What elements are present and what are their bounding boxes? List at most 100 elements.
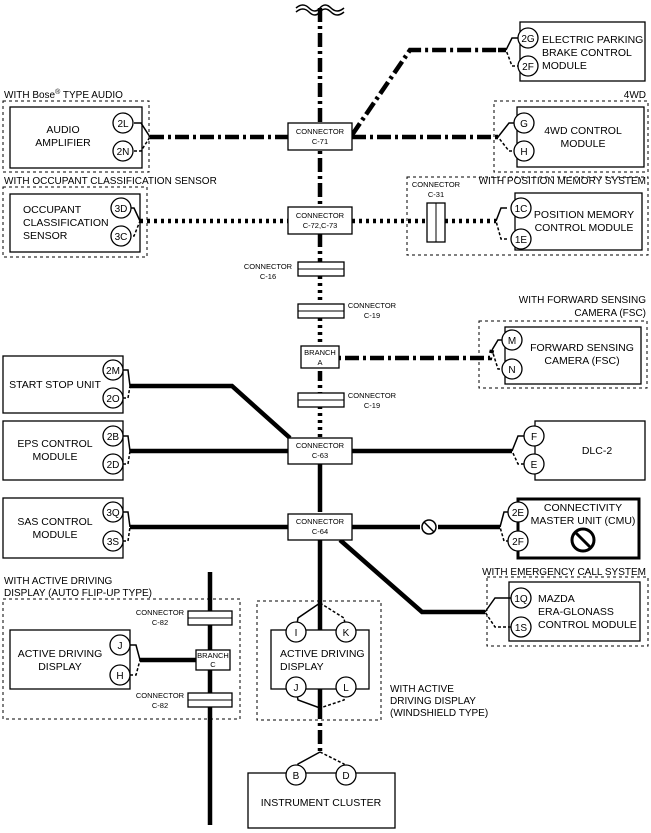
module-label: SENSOR [23, 230, 68, 242]
pin-label: 3D [115, 204, 128, 215]
pin-epb-2f [517, 55, 539, 77]
no-symbol-icon [421, 519, 437, 535]
connector-label: C-82 [152, 618, 168, 627]
pin-adw-k [335, 621, 357, 643]
pin-label: 3Q [106, 508, 120, 519]
pin-eps-2d [102, 453, 124, 475]
instrument-cluster [247, 772, 396, 829]
pins [102, 27, 545, 786]
pin-label: K [343, 628, 350, 639]
pin-adw-l [335, 676, 357, 698]
connector-label: CONNECTOR [296, 517, 345, 526]
pin-label: 1C [515, 204, 528, 215]
prohibited-icon [570, 527, 596, 553]
module-label: CONTROL MODULE [538, 619, 637, 631]
pin-ssu-2o [102, 387, 124, 409]
pin-label: 1Q [514, 594, 528, 605]
connector-label: BRANCH [304, 348, 336, 357]
module-label: CAMERA (FSC) [544, 355, 619, 367]
connector-label: C-71 [312, 137, 328, 146]
pin-label: 2L [117, 119, 129, 130]
pin-ada-j [109, 634, 131, 656]
group-label: WITH EMERGENCY CALL SYSTEM [482, 567, 646, 578]
pin-label: 2M [106, 366, 120, 377]
group-label-part: WITH Bose [4, 90, 56, 101]
pin-ada-h [109, 664, 131, 686]
connector-label: C-72,C-73 [303, 221, 338, 230]
module-label: MAZDA [538, 593, 575, 605]
module-label: POSITION MEMORY [534, 209, 634, 221]
module-label: MODULE [33, 529, 78, 541]
pin-fsc-n [501, 358, 523, 380]
group-label: WITH ACTIVE DRIVING [4, 576, 113, 587]
connector-label: C-82 [152, 701, 168, 710]
connector-label: C-19 [364, 311, 380, 320]
pin-adw-i [285, 621, 307, 643]
pin-4wd-h [513, 140, 535, 162]
module-label: MODULE [561, 138, 606, 150]
group-label-part: ® [55, 88, 61, 96]
pin-fsc-m [501, 329, 523, 351]
module-label: DLC-2 [582, 445, 613, 457]
pin-dlc-e [523, 453, 545, 475]
module-label: ELECTRIC PARKING [542, 34, 643, 46]
module-label: MASTER UNIT (CMU) [531, 515, 636, 527]
module-label: BRAKE CONTROL [542, 47, 632, 59]
group-label: (WINDSHIELD TYPE) [390, 708, 488, 719]
connector-label: A [317, 358, 322, 367]
module-label: ERA-GLONASS [538, 606, 614, 618]
position-memory-module [514, 192, 643, 251]
pin-sas-3s [102, 530, 124, 552]
module-label: 4WD CONTROL [544, 125, 622, 137]
epb-module [519, 21, 646, 82]
pin-label: 2B [107, 432, 120, 443]
connector-label: C-19 [364, 401, 380, 410]
pin-label: 2O [106, 394, 120, 405]
pin-label: J [118, 641, 123, 652]
pin-label: 2N [117, 147, 130, 158]
connector-c64 [287, 513, 353, 541]
pin-audio-2n [112, 140, 134, 162]
connector-c63 [287, 437, 353, 465]
module-label: EPS CONTROL [17, 438, 92, 450]
module-label: ACTIVE DRIVING [18, 648, 103, 660]
pin-label: J [294, 683, 299, 694]
connector-c71 [287, 122, 353, 151]
pin-dlc-f [523, 425, 545, 447]
module-label: CONNECTIVITY [544, 502, 622, 514]
pin-cmu-2f [507, 530, 529, 552]
pin-label: 2G [521, 34, 535, 45]
pin-label: 2D [107, 460, 120, 471]
pin-adw-j [285, 676, 307, 698]
connector-label: CONNECTOR [296, 441, 345, 450]
pin-era-1q [510, 587, 532, 609]
pin-label: N [508, 365, 515, 376]
cmu-module [516, 497, 641, 560]
pin-sas-3q [102, 501, 124, 523]
module-label: OCCUPANT [23, 204, 82, 216]
era-glonass-module [508, 581, 641, 642]
group-label: CAMERA (FSC) [574, 308, 646, 319]
ad-autoflip-module [9, 629, 131, 690]
pin-pos-1e [510, 228, 532, 250]
module-label: ACTIVE DRIVING [280, 648, 365, 660]
pin-label: 2F [512, 537, 524, 548]
connector-label: C-64 [312, 527, 328, 536]
group-label: WITH Bose® TYPE AUDIO [4, 88, 123, 101]
module-label: FORWARD SENSING [530, 342, 634, 354]
pin-label: L [343, 683, 349, 694]
connector-label: CONNECTOR [244, 262, 293, 271]
break-mark [295, 4, 345, 12]
pin-label: E [531, 460, 538, 471]
connector-label: CONNECTOR [296, 211, 345, 220]
connector-label: CONNECTOR [296, 127, 345, 136]
connector-label: BRANCH [197, 651, 229, 660]
group-ad-autoflip [2, 598, 241, 720]
pin-label: 2E [512, 508, 525, 519]
break-mark [295, 8, 345, 16]
pin-label: 2F [522, 62, 534, 73]
pin-label: 3C [115, 232, 128, 243]
connector-label: CONNECTOR [136, 691, 185, 700]
sas-control-module [2, 497, 124, 559]
group-label: WITH ACTIVE [390, 684, 454, 695]
